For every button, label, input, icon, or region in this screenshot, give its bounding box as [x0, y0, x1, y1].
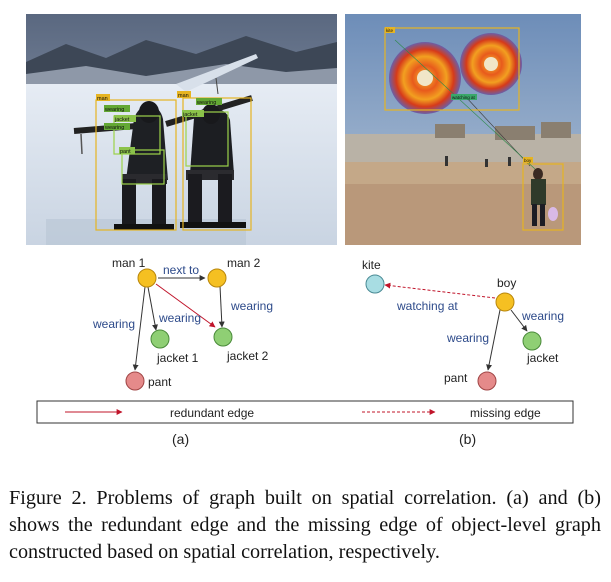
- pant-box: [121, 149, 165, 185]
- right-person-figure: [165, 95, 253, 228]
- edge-boy-pant: [486, 309, 501, 371]
- photo-beach-scene: kite watching at boy: [345, 14, 581, 245]
- boy-figure: [531, 168, 558, 226]
- label-jacket-1: jacket 1: [156, 351, 199, 365]
- tag-man-right: man: [178, 93, 189, 99]
- edge-man1-pant: [132, 286, 146, 371]
- edge-boy-kite-missing: [384, 282, 496, 299]
- legend-missing-label: missing edge: [470, 406, 541, 420]
- graphs-panel: man 1 man 2 jacket 1 jacket 2 pant next …: [36, 256, 574, 424]
- left-person-figure: [73, 101, 174, 230]
- node-pant-b: [477, 371, 497, 391]
- photo-a-illustration: man wearing jacket wearing pant man wear…: [26, 14, 337, 245]
- edge-label-wearing-b2: wearing: [521, 309, 564, 323]
- photo-tags-a: man wearing jacket wearing pant man wear…: [96, 91, 222, 155]
- man-box-left: [95, 99, 177, 231]
- tag-man-left: man: [97, 96, 108, 102]
- edge-man1-jacket2-redundant: [155, 283, 216, 328]
- node-jacket-2: [213, 327, 233, 347]
- jacket-box-left: [113, 115, 161, 155]
- label-man-1: man 1: [112, 256, 146, 270]
- legend-box: [36, 400, 574, 424]
- photo-snow-scene: man wearing jacket wearing pant man wear…: [26, 14, 337, 245]
- tag-jacket-right: jacket: [182, 112, 198, 118]
- label-pant: pant: [148, 375, 172, 389]
- label-jacket-2: jacket 2: [226, 349, 269, 363]
- edge-man1-jacket1: [147, 286, 158, 331]
- panel-label-a: (a): [172, 431, 190, 447]
- edge-label-wearing-1: wearing: [92, 317, 135, 331]
- tag-wearing-3: wearing: [196, 100, 216, 106]
- node-kite: [365, 274, 385, 294]
- detection-boxes-b: [384, 27, 564, 231]
- label-pant-b: pant: [444, 371, 468, 385]
- tag-boy: boy: [524, 158, 532, 163]
- label-jacket-b: jacket: [526, 351, 559, 365]
- edge-label-wearing-2: wearing: [158, 311, 201, 325]
- node-boy: [495, 292, 515, 312]
- edge-label-wearing-3: wearing: [230, 299, 273, 313]
- label-kite: kite: [362, 258, 381, 272]
- graph-b: kite boy jacket pant watching at wearing…: [362, 258, 564, 391]
- tag-jacket-left: jacket: [114, 117, 130, 123]
- node-jacket-b: [522, 331, 542, 351]
- node-man-1: [137, 268, 157, 288]
- photo-b-illustration: kite watching at boy: [345, 14, 581, 245]
- tag-watching-at: watching at: [452, 95, 476, 100]
- edge-boy-jacket: [510, 309, 528, 332]
- tag-wearing-1: wearing: [104, 107, 124, 113]
- edge-label-watching-at: watching at: [396, 299, 458, 313]
- jacket-box-right: [185, 111, 229, 167]
- kite-balloons: [389, 33, 522, 114]
- panel-label-b: (b): [459, 431, 477, 447]
- node-pant: [125, 371, 145, 391]
- tag-kite: kite: [386, 28, 394, 33]
- label-man-2: man 2: [227, 256, 261, 270]
- legend-redundant-label: redundant edge: [170, 406, 254, 420]
- node-jacket-1: [150, 329, 170, 349]
- photo-tags-b: kite watching at boy: [385, 27, 533, 163]
- graph-a: man 1 man 2 jacket 1 jacket 2 pant next …: [92, 256, 273, 391]
- label-boy: boy: [497, 276, 516, 290]
- node-man-2: [207, 268, 227, 288]
- kite-box: [384, 27, 520, 111]
- legend: redundant edge missing edge: [36, 400, 574, 424]
- boy-box: [522, 163, 564, 231]
- edge-label-next-to: next to: [163, 263, 199, 277]
- edge-man2-jacket2: [218, 285, 225, 328]
- tag-pant: pant: [120, 149, 131, 155]
- figure-caption: Figure 2. Problems of graph built on spa…: [9, 487, 601, 563]
- tag-wearing-2: wearing: [104, 125, 124, 131]
- edge-label-wearing-b1: wearing: [446, 331, 489, 345]
